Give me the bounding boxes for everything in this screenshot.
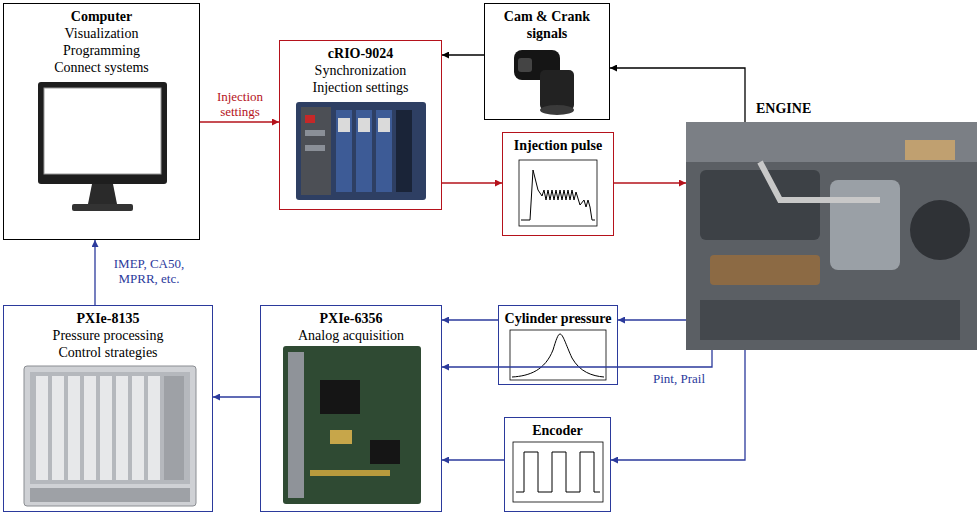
box-heading: Computer [4, 8, 199, 25]
signal-arrow [442, 350, 712, 367]
sensor-box: Cam & Crank signals [484, 3, 610, 120]
box-body: Synchronization Injection settings [301, 62, 421, 96]
box-heading: PXIe-8135 [4, 310, 212, 327]
box-heading: Encoder [505, 422, 610, 439]
edge-label: Pint, Prail [646, 371, 712, 386]
signal-arrow [442, 319, 498, 320]
chassis-picture [24, 366, 196, 506]
signal-arrow [611, 350, 745, 460]
processing-box: PXIe-8135Pressure processing Control str… [3, 305, 213, 512]
edge-label: Injection settings [206, 89, 274, 119]
box-heading: PXIe-6356 [261, 310, 441, 327]
signal-arrow [618, 319, 686, 320]
pressure-plot [510, 330, 606, 380]
encoder-plot [513, 442, 603, 502]
computer-box: ComputerVisualization Programming Connec… [3, 3, 200, 240]
crio-picture [296, 102, 426, 200]
box-heading: ENGINE [756, 100, 811, 117]
engine-photo [686, 122, 977, 350]
signal-arrow [610, 68, 745, 122]
box-heading: cRIO-9024 [280, 45, 441, 62]
box-body: Pressure processing Control strategies [41, 327, 176, 361]
card-picture [283, 346, 421, 504]
box-body: Visualization Programming Connect system… [46, 25, 158, 76]
engine-photo-node: ENGINE [686, 122, 977, 350]
box-body: Analog acquisition [261, 327, 441, 344]
pressure-box: Cylinder pressure [498, 305, 618, 385]
signal-arrow [94, 240, 95, 305]
pulse-box: Injection pulse [502, 132, 614, 236]
controller-box: cRIO-9024Synchronization Injection setti… [279, 40, 442, 210]
edge-label: IMEP, CA50, MPRR, etc. [105, 256, 193, 286]
signal-arrow [442, 54, 484, 55]
acquisition-box: PXIe-6356Analog acquisition [260, 305, 442, 512]
encoder-box: Encoder [504, 417, 611, 512]
signal-arrow [442, 182, 502, 183]
box-heading: Cylinder pressure [499, 310, 617, 327]
signal-arrow [442, 459, 504, 460]
box-heading: Injection pulse [503, 137, 613, 154]
box-heading: Cam & Crank signals [497, 8, 597, 42]
signal-arrow [614, 182, 686, 183]
signal-arrow [213, 396, 260, 397]
signal-arrow [200, 121, 279, 122]
sensor-picture [514, 50, 574, 115]
monitor-picture [38, 82, 167, 211]
injection-plot [519, 160, 597, 226]
